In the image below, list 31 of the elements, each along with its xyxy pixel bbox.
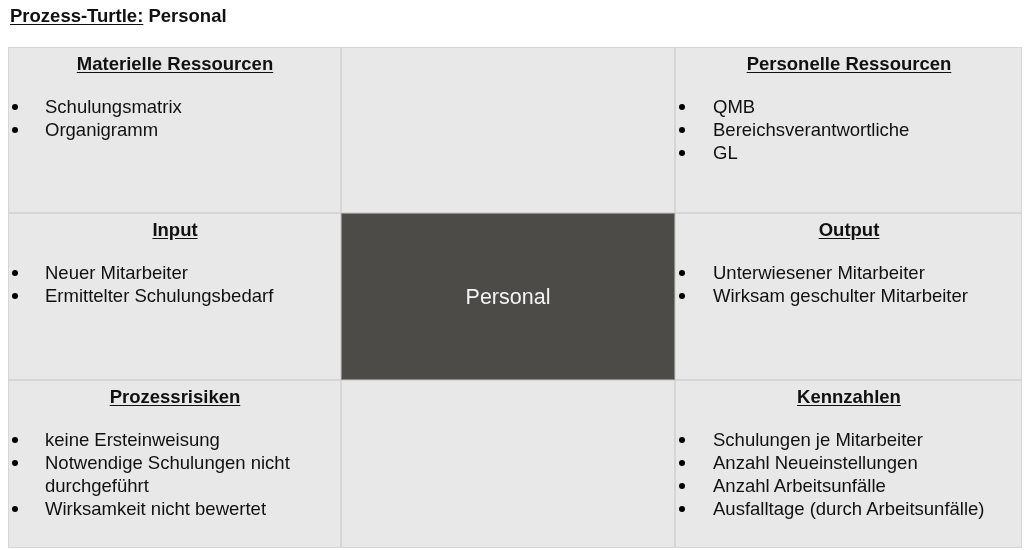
turtle-section: [8, 47, 341, 213]
section-heading: Input: [152, 220, 198, 240]
process-box: [341, 213, 675, 380]
section-heading: Output: [818, 220, 880, 240]
turtle-section: [675, 213, 1022, 380]
turtle-section: [8, 213, 341, 380]
list-item: Anzahl Arbeitsunfälle: [713, 474, 887, 497]
section-heading: Personelle Ressourcen: [746, 54, 952, 74]
list-item: Unterwiesener Mitarbeiter: [713, 261, 926, 284]
list-item: keine Ersteinweisung: [45, 428, 221, 451]
diagram-title: Prozess-Turtle: Personal: [10, 5, 227, 27]
section-heading: Kennzahlen: [797, 387, 901, 407]
list-item: QMB: [713, 95, 757, 118]
turtle-section: [675, 380, 1022, 548]
list-item: Wirksamkeit nicht bewertet: [45, 497, 268, 520]
list-item: Schulungsmatrix: [45, 95, 183, 118]
process-name: Personal: [465, 283, 551, 310]
list-item: Ausfalltage (durch Arbeitsunfälle): [713, 497, 986, 520]
turtle-section: [675, 47, 1022, 213]
list-item: Bereichsverantwortliche: [713, 118, 911, 141]
list-item: Schulungen je Mitarbeiter: [713, 428, 924, 451]
list-item: Neuer Mitarbeiter: [45, 261, 189, 284]
list-item: Ermittelter Schulungsbedarf: [45, 284, 275, 307]
list-item: Anzahl Neueinstellungen: [713, 451, 919, 474]
list-item: Wirksam geschulter Mitarbeiter: [713, 284, 969, 307]
list-item: Organigramm: [45, 118, 160, 141]
section-heading: Materielle Ressourcen: [76, 54, 274, 74]
section-heading: Prozessrisiken: [109, 387, 241, 407]
list-item: Notwendige Schulungen nicht durchgeführt: [45, 451, 291, 497]
list-item: GL: [713, 141, 739, 164]
turtle-section: [8, 380, 341, 548]
